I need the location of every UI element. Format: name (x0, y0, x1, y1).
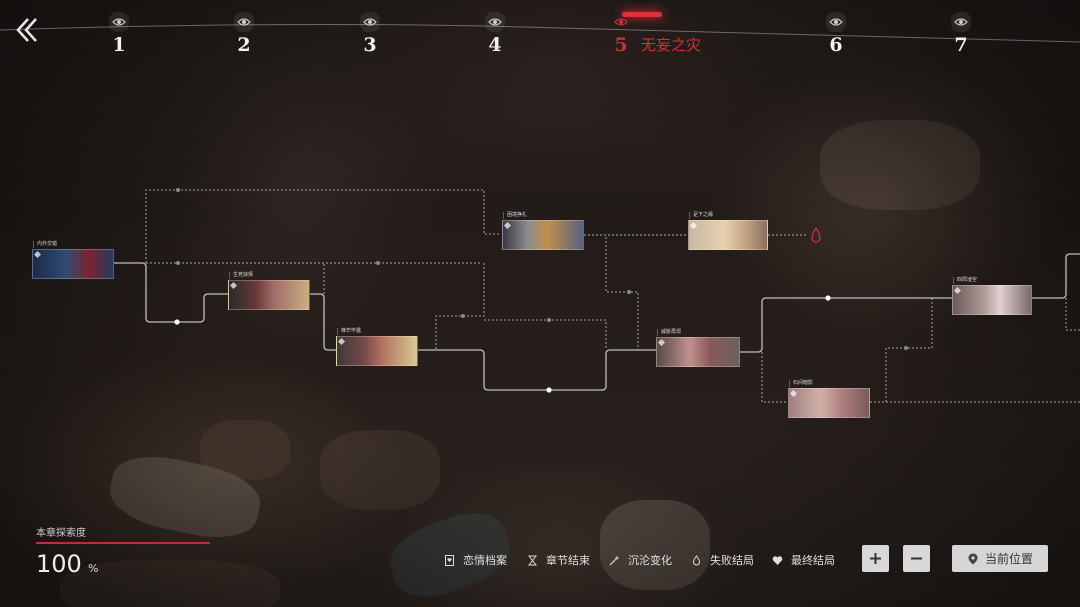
node-label: 足下之缘 (689, 212, 713, 219)
node-label: 威胁再现 (657, 329, 681, 336)
legend-label: 最终结局 (791, 554, 835, 567)
node-thumbnail (228, 280, 310, 310)
legend-failure-ending: 失败结局 (691, 551, 754, 569)
node-thumbnail (688, 220, 768, 250)
chapter-number: 5 (614, 34, 628, 56)
node-label: 四周凌空 (953, 277, 977, 284)
story-node-2[interactable]: 生死抉择 (228, 272, 310, 310)
story-node-3[interactable]: 锋芒毕露 (336, 328, 418, 366)
eye-icon (485, 12, 505, 32)
exploration-progress-bar (36, 542, 210, 544)
chapter-tab-2[interactable]: 2 (232, 12, 256, 56)
node-thumbnail (336, 336, 418, 366)
node-thumbnail (656, 337, 740, 367)
legend-corruption-change: 沉沦变化 (609, 551, 672, 569)
heart-icon (772, 555, 783, 565)
current-position-button[interactable]: 当前位置 (952, 545, 1048, 572)
legend-final-ending: 最终结局 (772, 551, 835, 569)
current-position-label: 当前位置 (984, 552, 1033, 566)
back-button[interactable] (14, 16, 40, 44)
sparkle-wand-icon (609, 555, 620, 565)
zoom-out-button[interactable] (903, 545, 930, 572)
story-node-5[interactable]: 足下之缘 (688, 212, 768, 250)
story-node-7[interactable]: 四周凌空 (952, 277, 1032, 315)
chapter-number: 3 (363, 34, 377, 56)
eye-icon (360, 12, 380, 32)
active-chapter-glow (622, 12, 662, 17)
locate-pin-icon (968, 553, 978, 564)
chapter-number: 6 (829, 34, 843, 56)
double-chevron-left-icon (16, 18, 37, 42)
legend-romance-file: 恋情档案 (444, 551, 507, 569)
eye-icon (234, 12, 254, 32)
node-label: 内外交错 (33, 241, 57, 248)
hourglass-icon (527, 555, 538, 565)
legend-label: 章节结束 (546, 554, 590, 567)
node-thumbnail (32, 249, 114, 279)
chapter-tab-5[interactable]: 5 (609, 12, 633, 56)
story-node-6[interactable]: 威胁再现 (656, 329, 740, 367)
node-thumbnail (952, 285, 1032, 315)
legend-label: 沉沦变化 (628, 554, 672, 567)
node-thumbnail (788, 388, 870, 418)
plus-icon (870, 553, 881, 564)
exploration-unit: % (88, 562, 99, 575)
eye-icon (826, 12, 846, 32)
chapter-track (0, 23, 1080, 43)
heart-file-icon (445, 554, 454, 566)
node-label: 困境挣扎 (503, 212, 527, 219)
chapter-tab-1[interactable]: 1 (107, 12, 131, 56)
chapter-title: 无妄之灾 (641, 36, 702, 54)
chapter-tab-6[interactable]: 6 (824, 12, 848, 56)
chapter-tab-7[interactable]: 7 (949, 12, 973, 56)
legend-chapter-end: 章节结束 (527, 551, 590, 569)
minus-icon (911, 557, 922, 560)
story-node-8[interactable]: 石间暗影 (788, 380, 870, 418)
zoom-in-button[interactable] (862, 545, 889, 572)
chapter-tab-4[interactable]: 4 (483, 12, 507, 56)
chapter-number: 1 (112, 34, 126, 56)
eye-icon (951, 12, 971, 32)
exploration-value: 100 (36, 550, 82, 578)
node-label: 生死抉择 (229, 272, 253, 279)
node-label: 石间暗影 (789, 380, 813, 387)
failure-drop-icon (811, 226, 821, 243)
story-node-1[interactable]: 内外交错 (32, 241, 114, 279)
legend-label: 失败结局 (710, 554, 754, 567)
exploration-label: 本章探索度 (36, 528, 86, 539)
chapter-number: 2 (237, 34, 251, 56)
eye-icon (109, 12, 129, 32)
chapter-tab-3[interactable]: 3 (358, 12, 382, 56)
eye-icon (611, 12, 631, 32)
story-node-4[interactable]: 困境挣扎 (502, 212, 584, 250)
legend-label: 恋情档案 (463, 554, 507, 567)
chapter-number: 7 (954, 34, 968, 56)
failure-drop-icon (692, 554, 701, 565)
node-label: 锋芒毕露 (337, 328, 361, 335)
chapter-number: 4 (488, 34, 502, 56)
node-thumbnail (502, 220, 584, 250)
